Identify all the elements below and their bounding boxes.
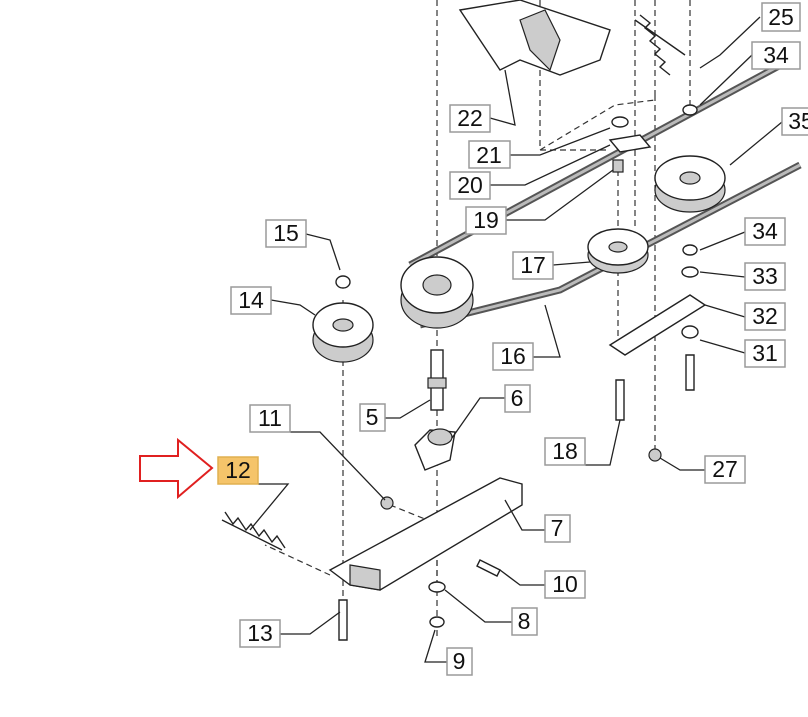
- callout-32[interactable]: 32: [744, 302, 786, 331]
- callout-13[interactable]: 13: [239, 619, 281, 648]
- callout-text: 19: [473, 207, 499, 233]
- callout-text: 17: [520, 252, 546, 278]
- callout-34-lower[interactable]: 34: [744, 217, 786, 246]
- callout-6[interactable]: 6: [504, 384, 531, 413]
- callout-text: 13: [247, 620, 273, 646]
- callout-16[interactable]: 16: [492, 342, 534, 371]
- callout-text: 10: [552, 571, 578, 597]
- callout-31[interactable]: 31: [744, 339, 786, 368]
- callout-text: 32: [752, 303, 778, 329]
- spring-part-25: [634, 14, 686, 76]
- callout-text: 15: [273, 220, 299, 246]
- leader-lines: [249, 16, 783, 663]
- callout-text: 25: [768, 4, 794, 30]
- callout-9[interactable]: 9: [446, 647, 473, 676]
- callout-text: 14: [238, 287, 264, 313]
- callout-11[interactable]: 11: [249, 404, 291, 433]
- callout-text: 35: [788, 108, 808, 134]
- callout-25[interactable]: 25: [761, 2, 801, 32]
- callout-text: 16: [500, 343, 526, 369]
- arm-7: [328, 477, 523, 591]
- callout-17[interactable]: 17: [512, 251, 554, 280]
- shield-part-22: [458, 0, 611, 76]
- callout-text: 8: [518, 608, 531, 634]
- small-hardware: [335, 104, 699, 641]
- callout-text: 9: [453, 648, 466, 674]
- callout-8[interactable]: 8: [511, 607, 538, 636]
- idler-arm-32: [608, 294, 707, 356]
- pulley-17: [587, 228, 649, 274]
- callout-text: 27: [712, 456, 738, 482]
- callout-20[interactable]: 20: [449, 171, 491, 200]
- callout-text: 22: [457, 105, 483, 131]
- callout-text: 7: [551, 515, 564, 541]
- callout-text: 33: [752, 263, 778, 289]
- callout-text: 20: [457, 172, 483, 198]
- callout-14[interactable]: 14: [230, 286, 272, 315]
- callout-21[interactable]: 21: [468, 140, 511, 169]
- pulley-14: [312, 302, 374, 363]
- callout-22[interactable]: 22: [449, 104, 491, 133]
- callout-34[interactable]: 34: [751, 41, 801, 70]
- callout-18[interactable]: 18: [544, 437, 586, 466]
- callout-text: 34: [763, 42, 789, 68]
- bracket-6: [414, 428, 456, 471]
- callout-7[interactable]: 7: [544, 514, 571, 543]
- callout-text: 34: [752, 218, 778, 244]
- callout-text: 21: [476, 142, 502, 168]
- callout-19[interactable]: 19: [465, 206, 507, 235]
- callout-text: 18: [552, 438, 578, 464]
- shaft-5: [427, 349, 447, 411]
- callout-text: 5: [366, 404, 379, 430]
- red-arrow-indicator: [139, 437, 214, 500]
- callout-35[interactable]: 35: [781, 107, 808, 136]
- spring-12: [221, 511, 286, 551]
- callout-12-highlighted[interactable]: 12: [217, 456, 259, 485]
- callout-27[interactable]: 27: [704, 455, 746, 484]
- callout-text: 31: [752, 340, 778, 366]
- callout-text: 11: [258, 405, 282, 431]
- callout-5[interactable]: 5: [359, 403, 386, 432]
- callout-text: 6: [511, 385, 524, 411]
- callout-33[interactable]: 33: [744, 262, 786, 291]
- pulley-16: [400, 256, 474, 329]
- callout-10[interactable]: 10: [544, 570, 586, 599]
- callout-text: 12: [225, 457, 251, 483]
- callout-15[interactable]: 15: [265, 219, 307, 248]
- pulley-35: [654, 155, 726, 213]
